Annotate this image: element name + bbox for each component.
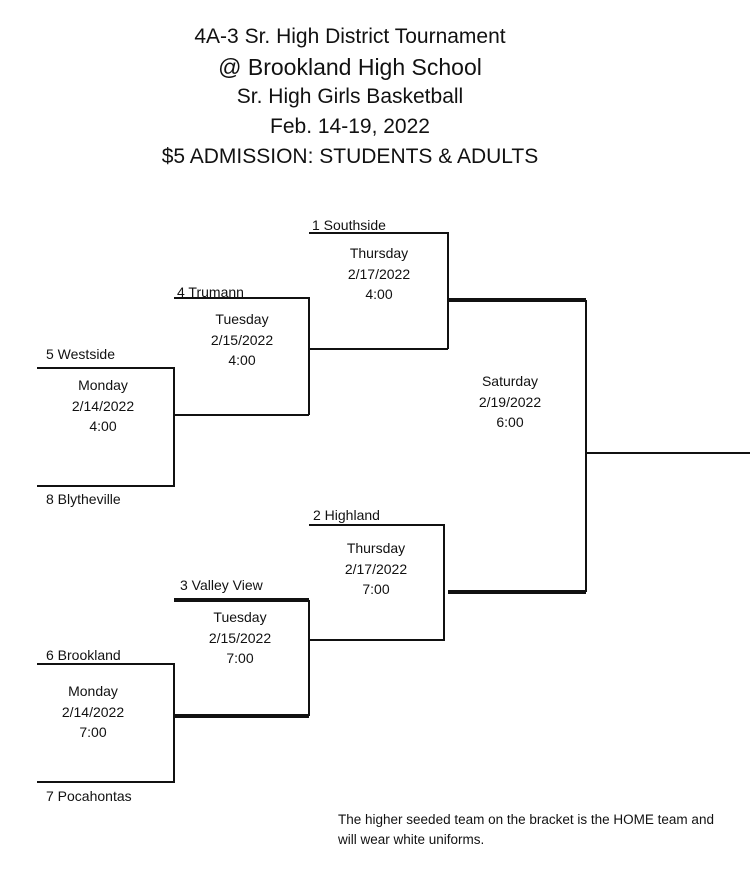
game-time: 4:00 xyxy=(365,286,393,302)
bracket-line-tuesday-top xyxy=(174,297,310,415)
game-thursday-top: Thursday 2/17/2022 4:00 xyxy=(319,243,439,305)
team-brookland: 6 Brookland xyxy=(46,647,121,663)
bracket-line-monday-top xyxy=(37,367,175,487)
game-date: 2/14/2022 xyxy=(71,397,135,414)
team-westside: 5 Westside xyxy=(46,346,115,362)
game-time: 7:00 xyxy=(79,724,107,740)
division: Sr. High Girls Basketball xyxy=(236,85,464,108)
game-day: Monday xyxy=(78,377,128,393)
game-date: 2/19/2022 xyxy=(478,393,542,410)
home-team-note: The higher seeded team on the bracket is… xyxy=(338,812,714,847)
venue: @ Brookland High School xyxy=(218,54,482,80)
admission-note: $5 ADMISSION: STUDENTS & ADULTS xyxy=(161,145,539,168)
game-thursday-bottom: Thursday 2/17/2022 7:00 xyxy=(316,538,436,600)
game-time: 6:00 xyxy=(496,414,524,430)
team-valley-view: 3 Valley View xyxy=(180,577,263,593)
game-saturday-final: Saturday 2/19/2022 6:00 xyxy=(450,371,570,433)
game-time: 4:00 xyxy=(228,352,256,368)
team-pocahontas: 7 Pocahontas xyxy=(46,788,132,804)
game-day: Tuesday xyxy=(215,311,269,327)
game-day: Thursday xyxy=(349,245,409,261)
tournament-header: 4A-3 Sr. High District Tournament @ Broo… xyxy=(0,22,700,172)
team-southside: 1 Southside xyxy=(312,217,386,233)
game-date: 2/15/2022 xyxy=(208,629,272,646)
team-trumann: 4 Trumann xyxy=(177,284,244,300)
game-day: Thursday xyxy=(346,540,406,556)
game-time: 7:00 xyxy=(226,650,254,666)
tournament-title: 4A-3 Sr. High District Tournament xyxy=(194,25,506,48)
team-blytheville: 8 Blytheville xyxy=(46,491,121,507)
game-monday-bottom: Monday 2/14/2022 7:00 xyxy=(33,681,153,743)
bracket-line-thursday-bottom xyxy=(309,524,445,641)
game-day: Tuesday xyxy=(213,609,267,625)
game-tuesday-bottom: Tuesday 2/15/2022 7:00 xyxy=(180,607,300,669)
game-date: 2/14/2022 xyxy=(61,703,125,720)
game-day: Monday xyxy=(68,683,118,699)
game-day: Saturday xyxy=(481,373,539,389)
bracket-line-monday-bottom xyxy=(37,663,175,783)
game-date: 2/15/2022 xyxy=(210,331,274,348)
game-tuesday-top: Tuesday 2/15/2022 4:00 xyxy=(182,309,302,371)
game-time: 7:00 xyxy=(362,581,390,597)
game-date: 2/17/2022 xyxy=(347,265,411,282)
game-date: 2/17/2022 xyxy=(344,560,408,577)
game-monday-top: Monday 2/14/2022 4:00 xyxy=(43,375,163,437)
bracket-line-thursday-top xyxy=(309,232,449,349)
date-range: Feb. 14-19, 2022 xyxy=(270,115,430,138)
game-time: 4:00 xyxy=(89,418,117,434)
team-highland: 2 Highland xyxy=(313,507,380,523)
